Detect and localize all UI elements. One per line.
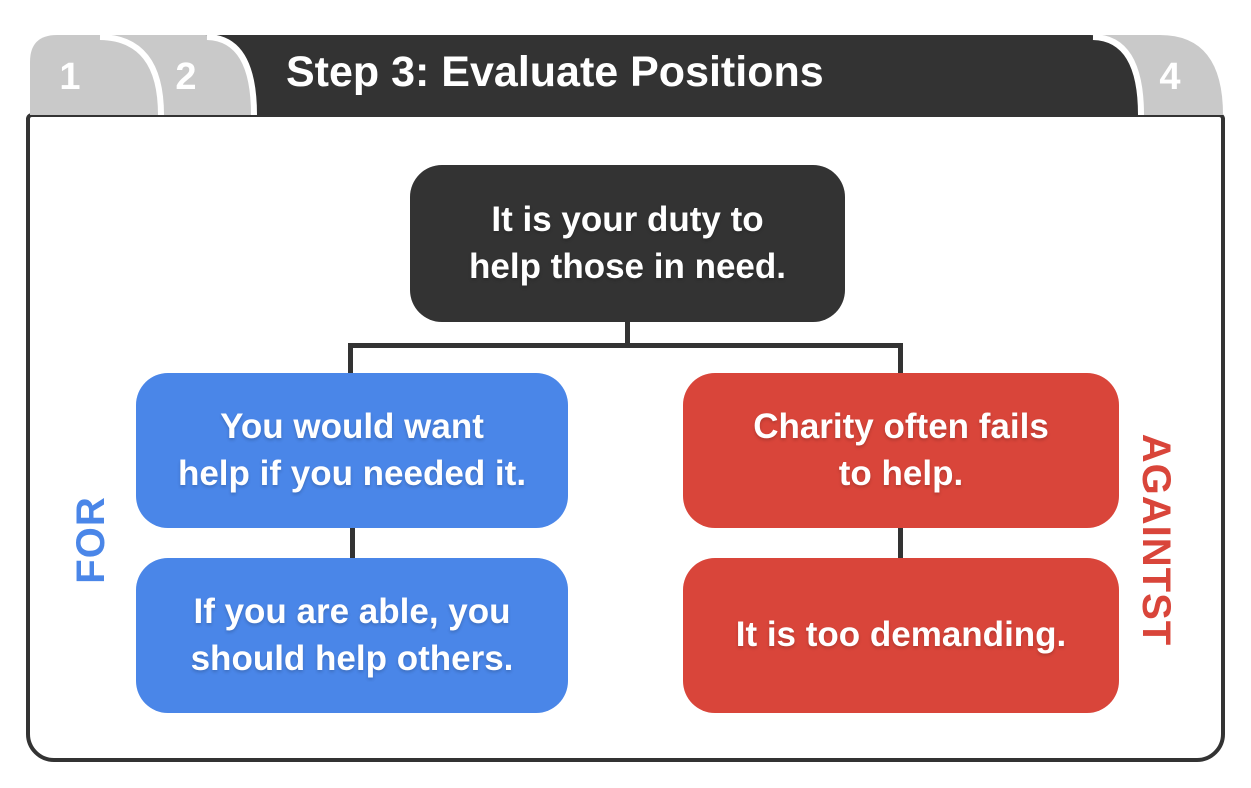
root-claim-box: It is your duty to help those in need. <box>410 165 845 322</box>
against-argument-2-text: It is too demanding. <box>735 615 1067 655</box>
connector-for-boxes <box>350 524 355 562</box>
against-argument-box-2: It is too demanding. <box>683 558 1119 713</box>
against-column-label: AGAINTST <box>1134 433 1178 647</box>
against-argument-box-1: Charity often fails to help. <box>683 373 1119 528</box>
against-argument-1-text: Charity often fails to help. <box>753 407 1049 493</box>
for-argument-2-text: If you are able, you should help others. <box>190 592 514 678</box>
tab-separator-2-3 <box>206 34 257 115</box>
connector-root-stem <box>625 318 630 348</box>
for-argument-box-1: You would want help if you needed it. <box>136 373 568 528</box>
connector-for-drop <box>348 343 353 377</box>
connector-against-boxes <box>898 524 903 562</box>
for-argument-1-text: You would want help if you needed it. <box>177 407 527 493</box>
connector-branch-horizontal <box>348 343 903 348</box>
step-title: Step 3: Evaluate Positions <box>286 48 824 96</box>
for-column-label: FOR <box>69 496 113 584</box>
tab-step-3-active[interactable] <box>200 35 1140 115</box>
tab-separator-1-2 <box>99 34 164 115</box>
step-tab-bar: 1 2 4 <box>30 34 1223 115</box>
tab-step-1[interactable] <box>30 35 160 115</box>
tab-4-number: 4 <box>1159 56 1180 98</box>
connector-against-drop <box>898 343 903 377</box>
root-claim-text: It is your duty to help those in need. <box>469 200 786 286</box>
tab-2-number: 2 <box>175 56 196 98</box>
for-argument-box-2: If you are able, you should help others. <box>136 558 568 713</box>
tab-separator-3-4 <box>1092 34 1144 115</box>
tab-1-number: 1 <box>59 56 80 98</box>
